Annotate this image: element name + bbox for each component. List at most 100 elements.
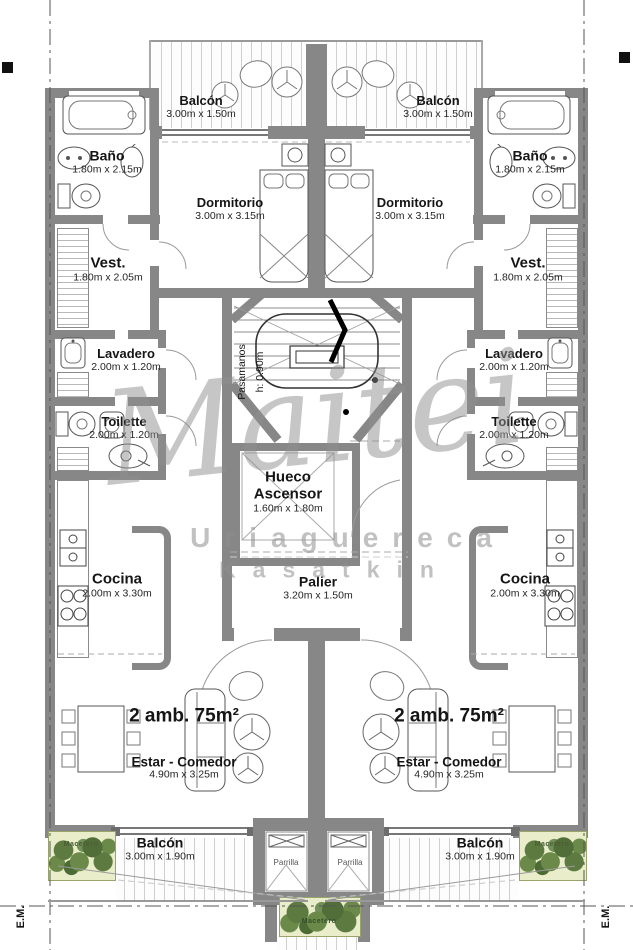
- wall: [467, 471, 588, 480]
- elevator-name-2: Ascensor: [253, 485, 323, 503]
- handrail-height: h: 0.90m: [254, 351, 266, 393]
- kitchen-counter: [57, 480, 89, 658]
- planter-label: Macetero: [64, 833, 99, 851]
- door-opening: [234, 628, 274, 641]
- sliding-door: [162, 129, 268, 131]
- room-name: Toilette: [101, 413, 147, 429]
- wall: [265, 897, 277, 942]
- room-label-bath-left: Baño 1.80m x 2.15m: [72, 148, 141, 175]
- planter-text: Macetero: [534, 841, 570, 849]
- room-name: Toilette: [491, 413, 537, 429]
- room-label-kitchen-left: Cocina 2.00m x 3.30m: [82, 570, 151, 601]
- wall: [578, 88, 588, 833]
- washer-symbol: [547, 337, 573, 369]
- armchairs-plant-symbol: [362, 671, 405, 784]
- unit-area-label-right: 2 amb. 75m²: [394, 705, 504, 726]
- sofa-symbol: [407, 688, 449, 792]
- kitchen-counter: [546, 480, 578, 658]
- room-name: Balcón: [179, 92, 223, 108]
- wall: [45, 471, 166, 480]
- planter-label: Macetero: [535, 833, 570, 851]
- washer-symbol: [60, 337, 86, 369]
- sliding-door: [365, 129, 470, 131]
- wall: [308, 641, 325, 825]
- wall: [45, 215, 103, 224]
- sliding-door: [384, 833, 513, 835]
- room-label-laundry-left: Lavadero 2.00m x 1.20m: [91, 345, 160, 373]
- plant-symbol: [331, 60, 424, 109]
- room-name: Dormitorio: [376, 194, 444, 210]
- door-opening: [474, 240, 483, 266]
- wall: [308, 818, 327, 905]
- wall: [45, 88, 55, 833]
- wall: [518, 330, 588, 339]
- room-name: Balcón: [416, 92, 460, 108]
- wall: [158, 330, 166, 480]
- grill-niches-symbol: [265, 831, 370, 892]
- planter-box: [279, 897, 361, 937]
- kitchen-peninsula: [469, 526, 508, 670]
- bed-symbol: [324, 143, 374, 283]
- sliding-door: [384, 827, 513, 829]
- room-dims: 1.80m x 2.15m: [495, 162, 565, 175]
- dining-table-symbol: [61, 705, 141, 773]
- room-label-toilette-right: Toilette 2.00m x 1.20m: [479, 413, 549, 441]
- bath-fixtures-symbol: [57, 144, 144, 209]
- toilette-fixtures-symbol: [55, 411, 151, 469]
- wall: [473, 215, 505, 224]
- grill-label: Parrilla: [274, 852, 299, 870]
- wall: [45, 397, 115, 406]
- room-label-bedroom-right: Dormitorio 3.00m x 3.15m: [375, 194, 444, 222]
- room-dims: 3.00m x 3.15m: [195, 209, 265, 222]
- sliding-door: [115, 827, 253, 829]
- room-label-balcony-top-left: Balcón 3.00m x 1.50m: [166, 92, 236, 120]
- room-label-vest-left: Vest. 1.80m x 2.05m: [73, 254, 142, 285]
- bed-symbol: [259, 143, 309, 283]
- room-label-balcony-top-right: Balcón 3.00m x 1.50m: [403, 92, 472, 120]
- balcony-rail: [481, 40, 483, 130]
- shower-tray: [57, 447, 89, 471]
- wall: [518, 397, 588, 406]
- room-name: Baño: [89, 147, 125, 164]
- room-dims: 3.00m x 1.50m: [166, 107, 236, 120]
- post: [511, 827, 520, 836]
- room-label-laundry-right: Lavadero 2.00m x 1.20m: [479, 345, 548, 373]
- post: [247, 827, 256, 836]
- wall: [45, 330, 115, 339]
- section-marker: [619, 52, 630, 63]
- wall: [253, 818, 265, 905]
- balcony-rail: [149, 40, 151, 130]
- bath-fixtures-symbol: [489, 144, 576, 209]
- room-dims: 2.00m x 3.30m: [490, 587, 560, 600]
- room-label-vest-right: Vest. 1.80m x 2.05m: [493, 255, 562, 285]
- room-name: Balcón: [136, 834, 184, 851]
- room-name: Vest.: [90, 254, 126, 272]
- wardrobe-symbol: [546, 228, 578, 328]
- unit-area-text: 2 amb. 75m²: [394, 705, 504, 727]
- section-marker: [2, 62, 13, 73]
- wall: [222, 288, 232, 628]
- room-name: Lavadero: [97, 345, 155, 361]
- room-dims: 4.90m x 3.25m: [414, 768, 484, 781]
- room-label-bath-right: Baño 1.80m x 2.15m: [495, 148, 564, 175]
- room-name: Cocina: [91, 570, 143, 588]
- room-dims: 2.00m x 1.20m: [479, 428, 549, 441]
- elevator-name-1: Hueco: [265, 468, 311, 486]
- room-label-bedroom-left: Dormitorio 3.00m x 3.15m: [195, 195, 265, 222]
- room-name: Baño: [512, 147, 548, 164]
- wall: [306, 44, 327, 138]
- room-label-toilette-left: Toilette 2.00m x 1.20m: [89, 413, 158, 441]
- room-label-balcony-bottom-left: Balcón 3.00m x 1.90m: [125, 835, 194, 862]
- door-opening: [158, 348, 166, 368]
- palier-dims: 3.20m x 1.50m: [283, 588, 353, 601]
- toilette-fixtures-symbol: [482, 411, 578, 469]
- marker-text: E.M.: [15, 905, 28, 929]
- kitchen-peninsula: [132, 526, 171, 670]
- sliding-door: [115, 833, 253, 835]
- palier-name: Palier: [298, 573, 338, 590]
- laundry-counter: [57, 372, 89, 398]
- room-name: Lavadero: [485, 345, 543, 361]
- wall: [402, 288, 412, 628]
- dining-table-symbol: [492, 705, 572, 773]
